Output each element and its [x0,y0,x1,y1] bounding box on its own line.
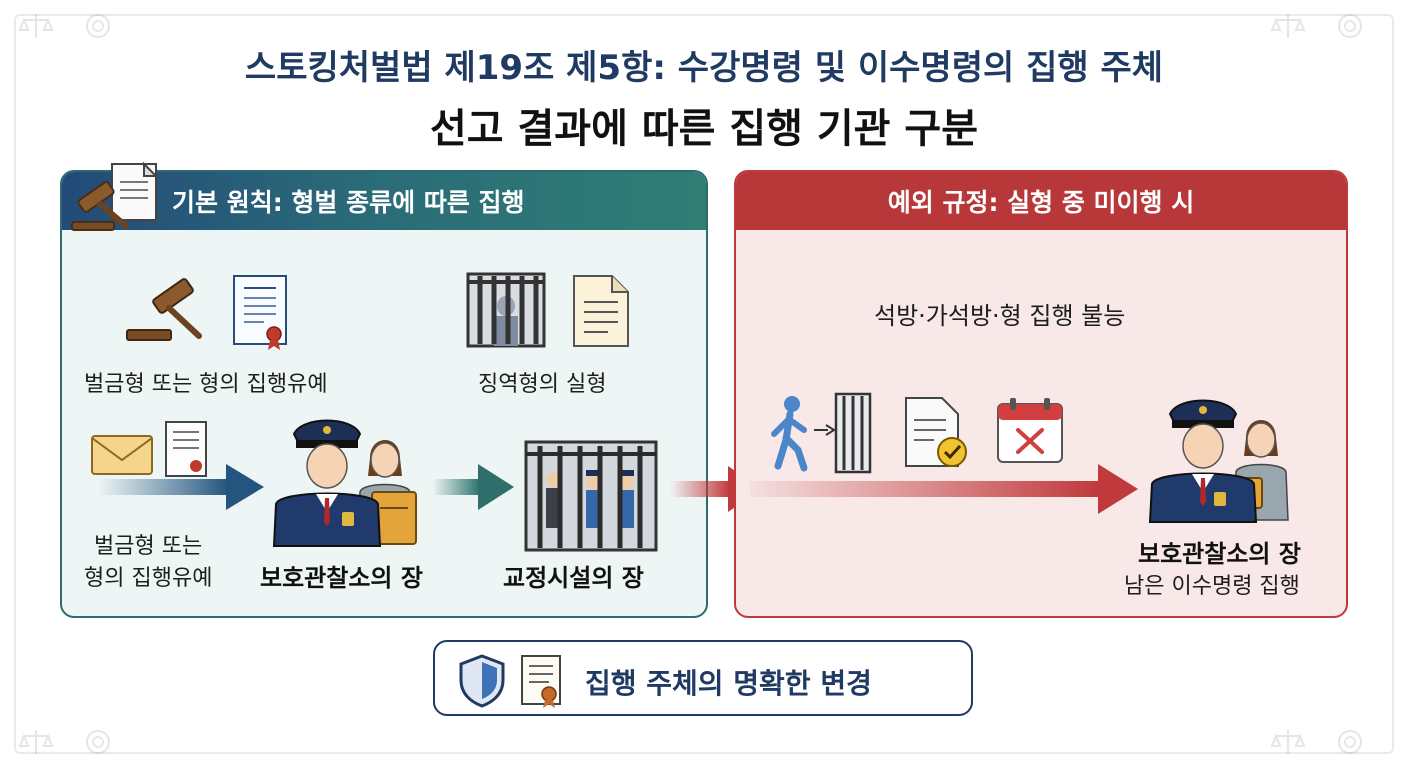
document-icon [573,275,629,347]
probation-officers-icon [272,419,417,547]
exception-header: 예외 규정: 실형 중 미이행 시 [736,172,1346,230]
correctional-head-label: 교정시설의 장 [503,564,644,592]
summary-box: 집행 주체의 명확한 변경 [433,640,973,716]
certificate-icon [521,655,561,708]
release-condition-label: 석방·가석방·형 집행 불능 [874,302,1126,330]
gavel-document-icon [71,161,159,231]
basic-principle-header-text: 기본 원칙: 형벌 종류에 따른 집행 [172,188,525,217]
approved-document-icon [905,397,967,467]
correctional-facility-icon [524,440,658,552]
fine-source-label-2: 형의 집행유예 [84,566,213,591]
exception-header-text: 예외 규정: 실형 중 미이행 시 [887,188,1195,217]
calendar-cancel-icon [997,398,1063,463]
gavel-icon [126,278,202,341]
probation-office-head-label: 보호관찰소의 장 [260,564,423,592]
sub-title: 선고 결과에 따른 집행 기관 구분 [429,106,979,152]
flow-arrow-1 [98,464,264,510]
certificate-document-icon [233,275,287,350]
fine-or-suspended-label: 벌금형 또는 형의 집행유예 [84,372,328,397]
small-certificate-icon [165,421,207,477]
scales-decoration-icon [1270,730,1362,754]
scales-decoration-icon [18,14,110,38]
walking-out-icon [771,392,872,474]
prison-cell-icon [466,272,546,348]
summary-label: 집행 주체의 명확한 변경 [585,667,872,700]
flow-arrow-2 [432,464,514,510]
basic-principle-header: 기본 원칙: 형벌 종류에 따른 집행 [62,172,706,230]
imprisonment-label: 징역형의 실형 [478,372,607,397]
exception-flow-arrow [750,464,1138,514]
remaining-order-label: 남은 이수명령 집행 [1124,574,1300,599]
scales-decoration-icon [18,730,110,754]
probation-officers-exception-icon [1148,399,1289,523]
fine-source-label-1: 벌금형 또는 [94,534,203,559]
scales-decoration-icon [1270,14,1362,38]
shield-icon [459,654,505,708]
main-title: 스토킹처벌법 제19조 제5항: 수강명령 및 이수명령의 집행 주체 [244,48,1164,88]
envelope-icon [91,435,153,475]
probation-office-exception-label: 보호관찰소의 장 [1138,540,1301,568]
